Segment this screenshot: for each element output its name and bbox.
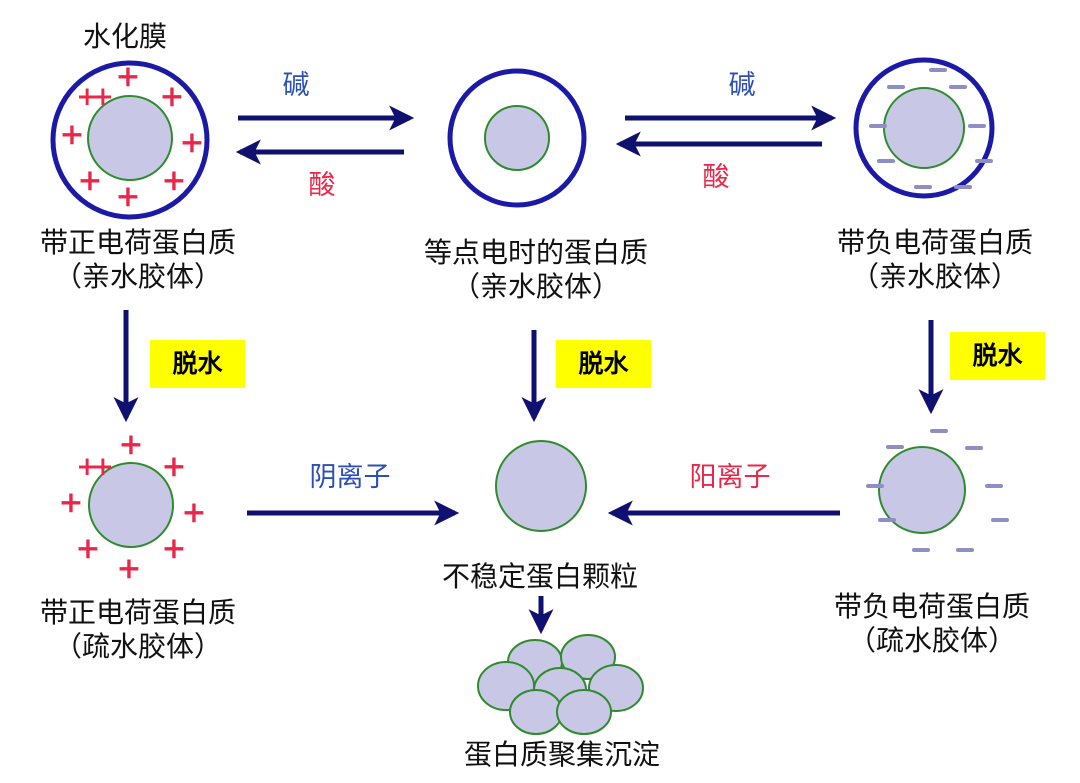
protein-core-positive-hydrophobic xyxy=(88,462,174,548)
plus-charge: + xyxy=(181,495,207,530)
label-line: 带正电荷蛋白质 xyxy=(39,226,237,259)
hydration-film-label: 水化膜 xyxy=(82,20,168,53)
negative-charges-bottom xyxy=(866,429,1009,552)
plus-charge: + xyxy=(58,485,84,520)
anion-label: 阴离子 xyxy=(309,462,391,493)
negative-hydrophilic-label: 带负电荷蛋白质 （亲水胶体） xyxy=(837,226,1033,294)
positive-hydrophobic-label: 带正电荷蛋白质 （疏水胶体） xyxy=(40,596,236,664)
unstable-particle-label: 不稳定蛋白颗粒 xyxy=(441,560,639,593)
protein-core-unstable xyxy=(495,440,587,532)
label-line: （疏水胶体） xyxy=(53,630,223,663)
plus-charge: + xyxy=(118,427,144,462)
base-label-left: 碱 xyxy=(282,70,310,101)
negative-charges-top xyxy=(869,68,993,189)
aggregate-cluster xyxy=(477,634,644,735)
dehydration-tag-center: 脱水 xyxy=(556,340,651,388)
double-plus-charge: ++ xyxy=(76,452,113,482)
plus-charge: + xyxy=(179,125,205,160)
protein-core-isoelectric xyxy=(484,105,550,171)
plus-charge: + xyxy=(159,79,185,114)
plus-charge: + xyxy=(77,163,103,198)
label-line: （疏水胶体） xyxy=(847,624,1017,657)
protein-core-negative-hydrophobic xyxy=(878,446,966,534)
negative-hydrophobic-label: 带负电荷蛋白质 （疏水胶体） xyxy=(834,590,1030,658)
label-line: （亲水胶体） xyxy=(53,260,223,293)
plus-charge: + xyxy=(161,163,187,198)
plus-charge: + xyxy=(161,531,187,566)
plus-charge: + xyxy=(75,531,101,566)
plus-charge: + xyxy=(116,551,142,586)
plus-charge: + xyxy=(115,59,141,94)
label-line: 等点电时的蛋白质 xyxy=(423,236,649,269)
protein-core-negative xyxy=(883,87,965,169)
dehydration-tag-left: 脱水 xyxy=(150,340,245,388)
protein-core-positive xyxy=(87,95,173,181)
plus-charge: + xyxy=(161,449,187,484)
isoelectric-hydrophilic-label: 等点电时的蛋白质 （亲水胶体） xyxy=(424,236,648,304)
plus-charge: + xyxy=(59,117,85,152)
label-line: （亲水胶体） xyxy=(451,270,621,303)
label-line: 带负电荷蛋白质 xyxy=(833,590,1031,623)
label-line: （亲水胶体） xyxy=(850,260,1020,293)
dehydration-tag-right: 脱水 xyxy=(950,332,1045,380)
acid-label-left: 酸 xyxy=(308,170,336,201)
aggregation-label: 蛋白质聚集沉淀 xyxy=(463,738,661,771)
label-line: 带负电荷蛋白质 xyxy=(836,226,1034,259)
positive-hydrophilic-label: 带正电荷蛋白质 （亲水胶体） xyxy=(40,226,236,294)
double-plus-charge: ++ xyxy=(76,82,113,112)
plus-charge: + xyxy=(115,179,141,214)
cation-label: 阳离子 xyxy=(689,462,771,493)
base-label-right: 碱 xyxy=(728,70,756,101)
acid-label-right: 酸 xyxy=(702,162,730,193)
label-line: 带正电荷蛋白质 xyxy=(39,596,237,629)
